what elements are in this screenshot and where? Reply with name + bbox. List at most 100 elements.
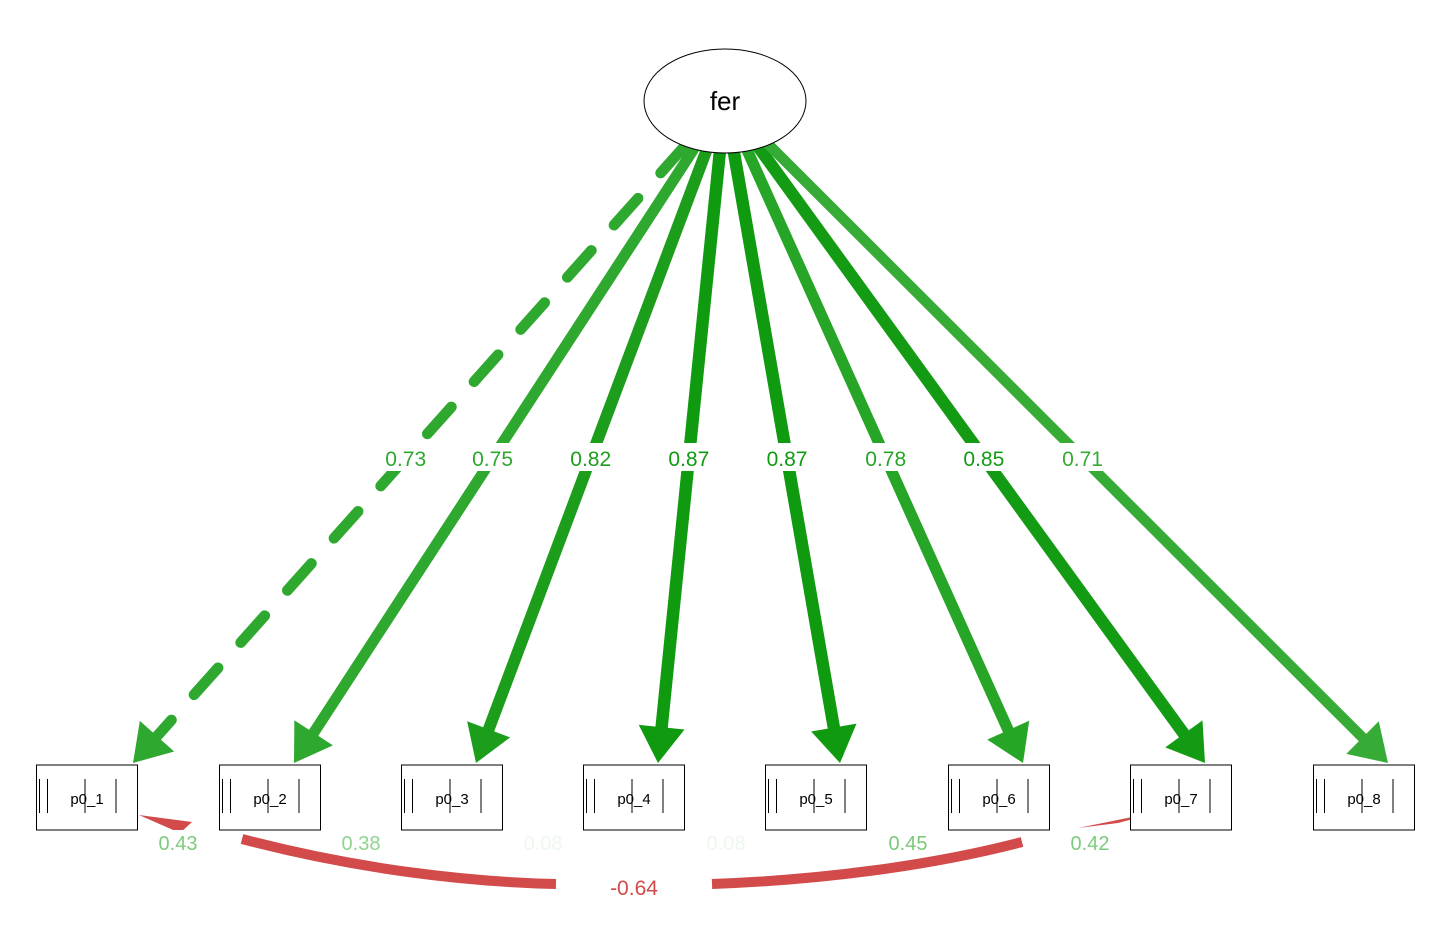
loading-edge [638, 146, 726, 763]
loading-label-bg [858, 443, 913, 471]
loading-arrowhead [1346, 721, 1388, 763]
indicator-label: p0_3 [435, 791, 468, 808]
loading-line [741, 145, 1014, 736]
covariance-curve [240, 834, 557, 889]
loading-label: 0.87 [661, 443, 716, 471]
residual-label-bg [333, 830, 389, 854]
indicator-nodes-layer: p0_1 p0_2 p0_3 p0_4 p0_5 p0_6 p0_7 p0_8 [36, 764, 1415, 831]
loading-value: 0.78 [865, 448, 906, 471]
residual-label-bg [150, 830, 206, 854]
indicator-box [219, 764, 321, 831]
loading-edge [727, 146, 857, 763]
indicator-node: p0_1 [36, 764, 138, 831]
loading-label: 0.82 [563, 443, 618, 471]
loading-edge [741, 145, 1030, 763]
loading-arrowhead [638, 724, 685, 763]
latent-ellipse [643, 48, 807, 154]
loading-arrowhead [811, 723, 857, 763]
loading-line [482, 145, 712, 736]
indicator-node: p0_2 [219, 764, 321, 831]
loading-label-bg [563, 443, 618, 471]
residual-value: 0.08 [524, 833, 563, 855]
indicator-label: p0_8 [1347, 791, 1380, 808]
loading-value: 0.87 [668, 448, 709, 471]
indicator-label: p0_5 [799, 791, 832, 808]
indicator-node: p0_4 [583, 764, 685, 831]
loading-line [655, 146, 726, 734]
residual-covariance-layer: -0.64 [139, 810, 1167, 900]
residual-label-bg [698, 830, 754, 854]
loading-value: 0.75 [472, 448, 513, 471]
indicator-node: p0_8 [1313, 764, 1415, 831]
indicator-node: p0_3 [401, 764, 503, 831]
indicator-box [401, 764, 503, 831]
indicator-box [948, 764, 1050, 831]
loading-edge [294, 143, 700, 763]
indicator-label: p0_7 [1164, 791, 1197, 808]
loading-value: 0.73 [385, 448, 426, 471]
indicator-box [1313, 764, 1415, 831]
loading-label-bg [760, 443, 815, 471]
loading-label-bg [1055, 443, 1110, 471]
residual-label-bg [880, 830, 936, 854]
loading-arrowhead [133, 720, 175, 763]
loading-value: 0.82 [570, 448, 611, 471]
indicator-label: p0_1 [70, 791, 103, 808]
residual-labels-layer: 0.43 0.38 0.08 0.08 0.45 0.42 [150, 830, 1118, 855]
residual-value: 0.43 [159, 833, 198, 855]
residual-label: 0.38 [333, 830, 389, 855]
residual-label: 0.43 [150, 830, 206, 855]
indicator-box [583, 764, 685, 831]
loading-value: 0.71 [1062, 448, 1103, 471]
residual-label: 0.45 [880, 830, 936, 855]
loading-label-bg [465, 443, 520, 471]
loading-label: 0.87 [760, 443, 815, 471]
loading-label-bg [661, 443, 716, 471]
loading-label-bg [378, 443, 433, 471]
residual-label-bg [1062, 830, 1118, 854]
loading-edge [467, 145, 712, 763]
covariance-value: -0.64 [610, 877, 658, 900]
indicator-label: p0_4 [617, 791, 650, 808]
residual-value: 0.42 [1071, 833, 1110, 855]
loading-value: 0.85 [963, 448, 1004, 471]
residual-value: 0.08 [707, 833, 746, 855]
indicator-label: p0_2 [253, 791, 286, 808]
residual-value: 0.45 [889, 833, 928, 855]
indicator-label: p0_6 [982, 791, 1015, 808]
loading-arrowhead [467, 721, 511, 763]
residual-covariance: -0.64 [139, 810, 1167, 900]
latent-node: fer [643, 48, 807, 154]
indicator-box [1130, 764, 1232, 831]
loading-label: 0.78 [858, 443, 913, 471]
loading-line [151, 140, 691, 742]
loading-label: 0.71 [1055, 443, 1110, 471]
indicator-node: p0_7 [1130, 764, 1232, 831]
loading-edges-layer [133, 139, 1388, 763]
loading-label: 0.73 [378, 443, 433, 471]
loading-value: 0.87 [767, 448, 808, 471]
indicator-node: p0_5 [765, 764, 867, 831]
loading-line [727, 146, 841, 734]
loading-edge [133, 140, 691, 763]
indicator-box [36, 764, 138, 831]
residual-label-bg [515, 830, 571, 854]
residual-label: 0.42 [1062, 830, 1118, 855]
loading-edge [753, 142, 1205, 763]
residual-label: 0.08 [698, 830, 754, 855]
indicator-box [765, 764, 867, 831]
loading-arrowhead [987, 720, 1030, 763]
loading-line [763, 139, 1368, 743]
loading-line [753, 142, 1190, 740]
loading-label: 0.75 [465, 443, 520, 471]
loading-arrowhead [294, 720, 333, 763]
loading-label-bg [956, 443, 1011, 471]
loading-arrowhead [1165, 720, 1205, 763]
loading-label: 0.85 [956, 443, 1011, 471]
edge-labels-layer: 0.73 0.75 0.82 0.87 0.87 0.78 0.85 0.71 [378, 443, 1110, 471]
loading-edge [763, 139, 1388, 763]
residual-value: 0.38 [342, 833, 381, 855]
latent-label: fer [710, 86, 741, 116]
